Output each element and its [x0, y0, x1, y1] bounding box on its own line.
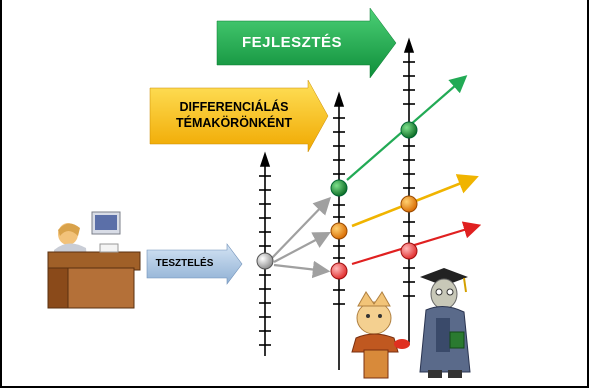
- development-arrow: [216, 7, 397, 79]
- orange-node-1: [330, 222, 348, 240]
- red-node-1: [330, 262, 348, 280]
- testing-arrow: [146, 243, 243, 285]
- orange-node-2: [400, 195, 418, 213]
- red-node-2: [400, 242, 418, 260]
- scale-axis-3: [403, 37, 415, 345]
- differentiation-label-line1: DIFFERENCIÁLÁS: [179, 100, 289, 115]
- graduate-clipart: [419, 268, 471, 378]
- differentiation-label-line2: TÉMAKÖRÖNKÉNT: [176, 116, 292, 130]
- differentiation-arrow: [149, 79, 329, 153]
- development-label: FEJLESZTÉS: [217, 21, 367, 65]
- differentiation-label: DIFFERENCIÁLÁS TÉMAKÖRÖNKÉNT: [150, 88, 318, 144]
- testing-label: TESZTELÉS: [147, 250, 222, 278]
- branch-arrow-down: [273, 260, 331, 279]
- branch-arrow-mid: [273, 231, 331, 263]
- green-node-2: [400, 121, 418, 139]
- branch-arrow-up: [271, 196, 332, 259]
- green-node-1: [330, 179, 348, 197]
- student-with-books-clipart: [351, 291, 410, 379]
- person-at-desk-clipart: [47, 211, 141, 309]
- testing-label-text: TESZTELÉS: [155, 257, 214, 269]
- development-label-text: FEJLESZTÉS: [241, 33, 343, 51]
- grey-node: [256, 252, 274, 270]
